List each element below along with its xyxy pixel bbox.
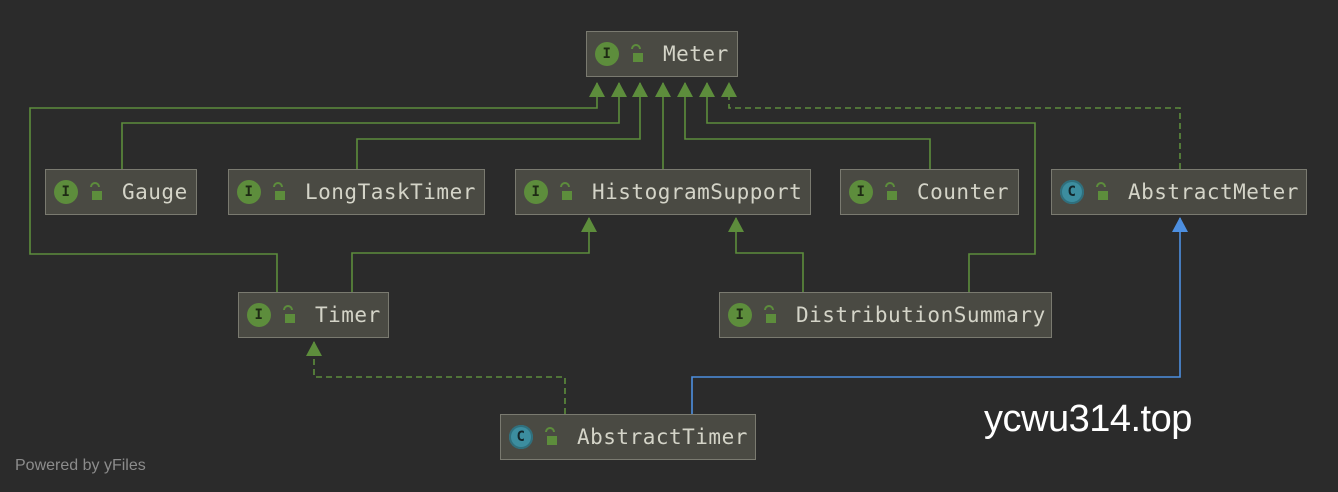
node-gauge[interactable]: I Gauge xyxy=(45,169,197,215)
node-label: Counter xyxy=(917,180,1010,204)
node-label: DistributionSummary xyxy=(796,303,1046,327)
interface-icon: I xyxy=(524,180,548,204)
edge-timer-to-histogram-support xyxy=(351,218,590,292)
node-timer[interactable]: I Timer xyxy=(238,292,389,338)
public-lock-icon xyxy=(545,427,557,445)
arrowhead-abstract-timer-to-timer xyxy=(306,341,322,356)
node-distribution-summary[interactable]: I DistributionSummary xyxy=(719,292,1052,338)
edge-long-task-timer-to-meter xyxy=(356,83,641,169)
public-lock-icon xyxy=(560,182,572,200)
edge-timer-to-meter xyxy=(29,83,598,292)
node-label: Meter xyxy=(663,42,729,66)
node-long-task-timer[interactable]: I LongTaskTimer xyxy=(228,169,485,215)
arrowhead-distribution-summary-to-histogram-support xyxy=(728,217,744,232)
public-lock-icon xyxy=(283,305,295,323)
public-lock-icon xyxy=(273,182,285,200)
edge-distribution-summary-to-meter xyxy=(706,83,1036,292)
interface-icon: I xyxy=(247,303,271,327)
node-label: AbstractTimer xyxy=(577,425,748,449)
node-meter[interactable]: I Meter xyxy=(586,31,738,77)
node-counter[interactable]: I Counter xyxy=(840,169,1019,215)
public-lock-icon xyxy=(90,182,102,200)
watermark: ycwu314.top xyxy=(984,398,1192,440)
arrowhead-distribution-summary-to-meter xyxy=(699,82,715,97)
arrowhead-histogram-support-to-meter xyxy=(655,82,671,97)
node-abstract-meter[interactable]: C AbstractMeter xyxy=(1051,169,1307,215)
node-label: HistogramSupport xyxy=(592,180,803,204)
interface-icon: I xyxy=(849,180,873,204)
interface-icon: I xyxy=(237,180,261,204)
node-label: Gauge xyxy=(122,180,188,204)
class-icon: C xyxy=(1060,180,1084,204)
edge-gauge-to-meter xyxy=(121,83,620,169)
powered-by-footer: Powered by yFiles xyxy=(15,457,146,474)
edge-abstract-timer-to-abstract-meter xyxy=(691,218,1181,414)
arrowhead-counter-to-meter xyxy=(677,82,693,97)
arrowhead-long-task-timer-to-meter xyxy=(632,82,648,97)
arrowhead-gauge-to-meter xyxy=(611,82,627,97)
edge-distribution-summary-to-histogram-support xyxy=(735,218,804,292)
interface-icon: I xyxy=(54,180,78,204)
node-histogram-support[interactable]: I HistogramSupport xyxy=(515,169,811,215)
class-icon: C xyxy=(509,425,533,449)
public-lock-icon xyxy=(631,44,643,62)
node-label: Timer xyxy=(315,303,381,327)
edge-abstract-timer-to-timer xyxy=(313,342,566,414)
node-label: AbstractMeter xyxy=(1128,180,1299,204)
arrowhead-abstract-timer-to-abstract-meter xyxy=(1172,217,1188,232)
public-lock-icon xyxy=(1096,182,1108,200)
public-lock-icon xyxy=(764,305,776,323)
edge-counter-to-meter xyxy=(684,83,931,169)
arrowhead-timer-to-histogram-support xyxy=(581,217,597,232)
edge-abstract-meter-to-meter xyxy=(728,83,1181,169)
public-lock-icon xyxy=(885,182,897,200)
interface-icon: I xyxy=(595,42,619,66)
arrowhead-timer-to-meter xyxy=(589,82,605,97)
arrowhead-abstract-meter-to-meter xyxy=(721,82,737,97)
interface-icon: I xyxy=(728,303,752,327)
node-abstract-timer[interactable]: C AbstractTimer xyxy=(500,414,756,460)
node-label: LongTaskTimer xyxy=(305,180,476,204)
